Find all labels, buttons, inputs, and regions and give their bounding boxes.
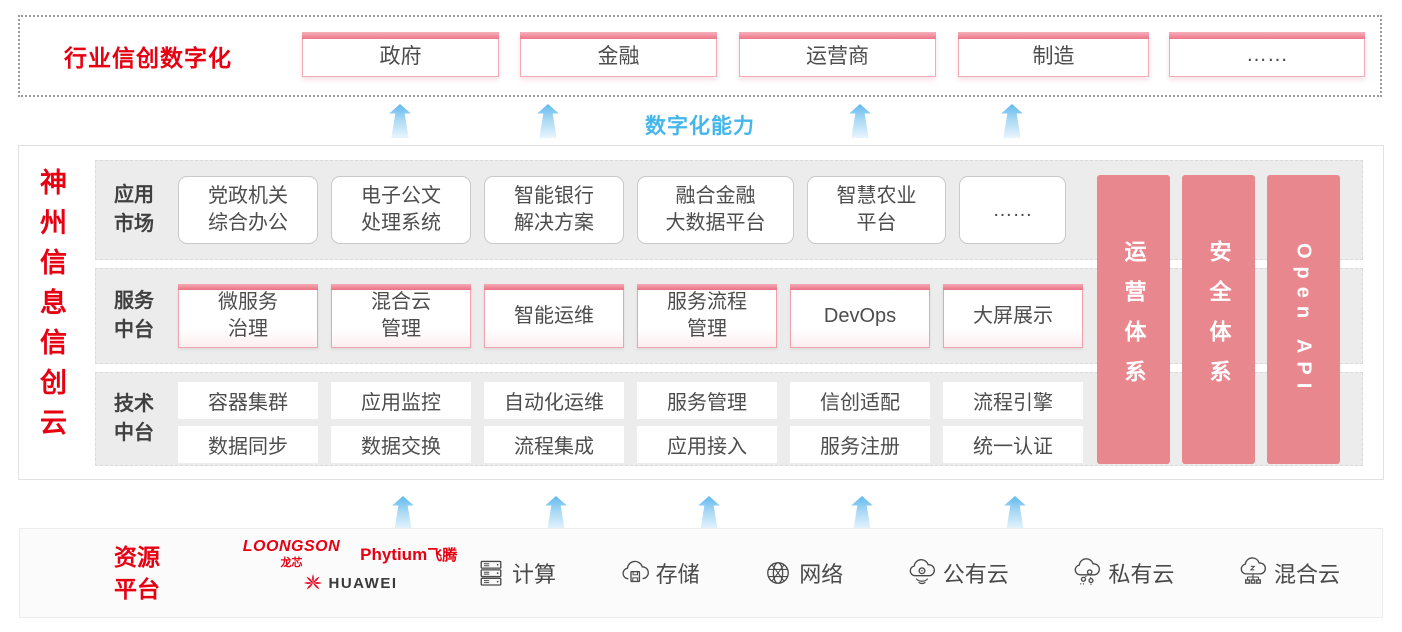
storage-cloud-icon — [622, 560, 649, 583]
up-arrow-icon — [545, 496, 567, 530]
app-card-party-gov-office: 党政机关 综合办公 — [178, 176, 318, 244]
tech-card-data-exchange: 数据交换 — [331, 426, 471, 463]
app-market-cards: 党政机关 综合办公 电子公文 处理系统 智能银行 解决方案 融合金融 大数据平台… — [178, 161, 1066, 259]
resource-item-label: 计算 — [512, 562, 557, 587]
phytium-logo-text: Phytium — [360, 544, 428, 564]
resource-section: 资源 平台 LOONGSON 龙芯 Phytium 飞腾 — [19, 528, 1383, 618]
compute-server-icon — [480, 560, 502, 586]
tech-platform-cards: 容器集群 应用监控 自动化运维 服务管理 信创适配 流程引擎 数据同步 数据交换… — [178, 382, 1083, 463]
capability-label: 数字化能力 — [645, 115, 755, 138]
up-arrow-icon — [698, 496, 720, 530]
svc-card-hybrid-cloud-mgmt: 混合云 管理 — [331, 284, 471, 348]
resource-item-public-cloud: 公有云 — [906, 557, 1009, 589]
tech-card-app-access: 应用接入 — [637, 426, 777, 463]
huawei-logo-text: HUAWEI — [328, 574, 398, 592]
tech-card-service-mgmt: 服务管理 — [637, 382, 777, 419]
tech-card-app-monitoring: 应用监控 — [331, 382, 471, 419]
tech-card-process-integration: 流程集成 — [484, 426, 624, 463]
tech-card-automated-ops: 自动化运维 — [484, 382, 624, 419]
app-card-e-document: 电子公文 处理系统 — [331, 176, 471, 244]
tech-card-unified-auth: 统一认证 — [943, 426, 1083, 463]
up-arrow-icon — [849, 104, 871, 138]
loongson-logo-text: LOONGSON — [242, 538, 341, 555]
resource-item-label: 私有云 — [1108, 562, 1175, 587]
resource-item-private-cloud: 私有云 — [1071, 557, 1174, 589]
industry-card-finance: 金融 — [520, 32, 717, 77]
tech-card-data-sync: 数据同步 — [178, 426, 318, 463]
up-arrow-icon — [851, 496, 873, 530]
app-market-label: 应用 市场 — [114, 184, 154, 235]
private-cloud-icon — [1074, 558, 1101, 585]
tech-card-service-registry: 服务注册 — [790, 426, 930, 463]
public-cloud-icon — [909, 559, 935, 585]
platform-section: 神州信息信创云 应用 市场 党政机关 综合办公 电子公文 处理系统 智能银行 解… — [18, 145, 1384, 480]
industry-card-government: 政府 — [302, 32, 499, 77]
svc-card-big-screen: 大屏展示 — [943, 284, 1083, 348]
tech-card-process-engine: 流程引擎 — [943, 382, 1083, 419]
svc-card-devops: DevOps — [790, 284, 930, 348]
service-platform-label: 服务 中台 — [114, 290, 154, 341]
up-arrow-icon — [392, 496, 414, 530]
loongson-logo-cn: 龙芯 — [280, 557, 303, 569]
up-arrow-icon — [537, 104, 559, 138]
platform-title: 神州信息信创云 — [36, 168, 66, 448]
phytium-logo: Phytium 飞腾 — [360, 544, 457, 565]
network-globe-icon — [767, 562, 790, 584]
up-arrow-icon — [389, 104, 411, 138]
resource-item-label: 存储 — [655, 562, 700, 587]
app-card-smart-agriculture: 智慧农业 平台 — [807, 176, 946, 244]
phytium-logo-cn: 飞腾 — [427, 547, 458, 564]
resource-item-label: 网络 — [799, 562, 844, 587]
resource-item-storage: 存储 — [619, 557, 700, 589]
resource-items: 计算 存储 — [475, 529, 1340, 617]
resource-item-compute: 计算 — [475, 557, 556, 589]
huawei-logo: HUAWEI — [303, 573, 398, 593]
resource-item-label: 公有云 — [942, 562, 1009, 587]
loongson-logo: LOONGSON 龙芯 — [243, 538, 340, 570]
industry-section: 行业信创数字化 政府 金融 运营商 制造 …… — [18, 15, 1382, 97]
app-card-smart-banking: 智能银行 解决方案 — [484, 176, 624, 244]
tech-platform-label: 技术 中台 — [114, 393, 154, 444]
pillar-open-api: Open API — [1267, 175, 1340, 464]
svc-card-intelligent-ops: 智能运维 — [484, 284, 624, 348]
resource-item-label: 混合云 — [1273, 562, 1340, 587]
vendor-logos: LOONGSON 龙芯 Phytium 飞腾 — [205, 538, 495, 593]
tech-platform-row: 技术 中台 容器集群 应用监控 自动化运维 服务管理 信创适配 流程引擎 数据同… — [95, 372, 1363, 466]
tech-card-xinchuang-adaptation: 信创适配 — [790, 382, 930, 419]
resource-section-title: 资源 平台 — [114, 543, 160, 602]
resource-item-network: 网络 — [762, 557, 843, 589]
industry-card-more: …… — [1169, 32, 1365, 77]
service-platform-row: 服务 中台 微服务 治理 混合云 管理 智能运维 服务流程 管理 DevOps … — [95, 268, 1363, 364]
industry-section-title: 行业信创数字化 — [64, 45, 232, 71]
up-arrow-icon — [1004, 496, 1026, 530]
pillar-security-system: 安全体系 — [1182, 175, 1255, 464]
app-card-more: …… — [959, 176, 1066, 244]
huawei-flower-icon — [303, 574, 322, 590]
svc-card-microservice-governance: 微服务 治理 — [178, 284, 318, 348]
service-platform-cards: 微服务 治理 混合云 管理 智能运维 服务流程 管理 DevOps 大屏展示 — [178, 269, 1083, 363]
resource-item-hybrid-cloud: 混合云 — [1237, 557, 1340, 589]
svc-card-service-process-mgmt: 服务流程 管理 — [637, 284, 777, 348]
pillar-operation-system: 运营体系 — [1097, 175, 1170, 464]
tech-card-container-cluster: 容器集群 — [178, 382, 318, 419]
app-card-finance-bigdata: 融合金融 大数据平台 — [637, 176, 794, 244]
app-market-row: 应用 市场 党政机关 综合办公 电子公文 处理系统 智能银行 解决方案 融合金融… — [95, 160, 1363, 260]
up-arrow-icon — [1001, 104, 1023, 138]
industry-card-manufacturing: 制造 — [958, 32, 1149, 77]
industry-card-operator: 运营商 — [739, 32, 936, 77]
hybrid-cloud-icon — [1240, 557, 1266, 584]
